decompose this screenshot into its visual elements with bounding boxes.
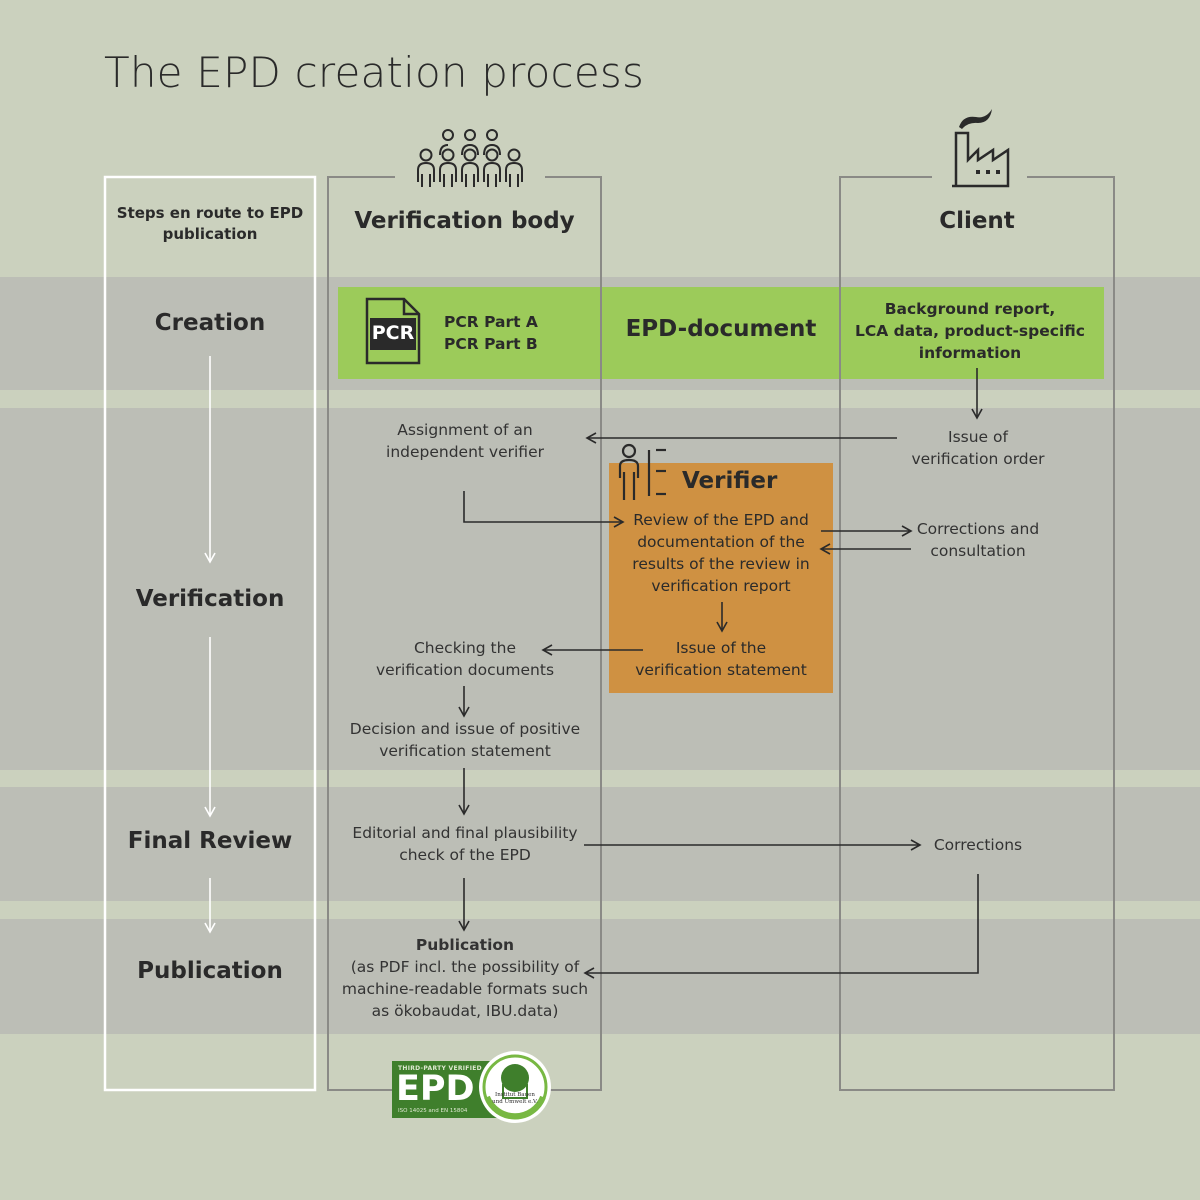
review-line-3: results of the review in	[632, 555, 810, 573]
review-line-4: verification report	[651, 577, 791, 595]
review-step: Review of the EPD and documentation of t…	[609, 509, 833, 597]
issue-order-line-1: Issue of	[948, 428, 1008, 446]
issue-order-line-2: verification order	[911, 450, 1045, 468]
corrections-consult-line-2: consultation	[930, 542, 1026, 560]
corrections-step: Corrections	[933, 836, 1023, 854]
checking-step: Checking the verification documents	[340, 637, 590, 681]
publication-line-2: machine-readable formats such	[341, 980, 589, 998]
pcr-part-b: PCR Part B	[444, 335, 538, 353]
review-line-2: documentation of the	[637, 533, 805, 551]
issue-statement-line-1: Issue of the	[675, 639, 767, 657]
editorial-step: Editorial and final plausibility check o…	[330, 822, 600, 866]
client-frame	[839, 176, 1115, 1091]
creation-highlight	[338, 287, 1104, 379]
issue-statement-step: Issue of the verification statement	[609, 637, 833, 681]
review-line-1: Review of the EPD and	[633, 511, 809, 529]
assignment-line-1: Assignment of an	[397, 421, 533, 439]
steps-column-frame	[103, 175, 317, 1092]
assignment-step: Assignment of an independent verifier	[340, 419, 590, 463]
pcr-part-a: PCR Part A	[444, 313, 538, 331]
client-docs-line-3: information	[918, 344, 1022, 362]
issue-statement-line-2: verification statement	[635, 661, 807, 679]
client-docs-line-2: LCA data, product-specific	[855, 322, 1085, 340]
assignment-line-2: independent verifier	[386, 443, 544, 461]
verification-body-header: Verification body	[354, 208, 575, 234]
publication-line-1: (as PDF incl. the possibility of	[350, 958, 580, 976]
badge-org-line-2: und Umwelt e.V.	[492, 1099, 538, 1105]
editorial-line-1: Editorial and final plausibility	[352, 824, 578, 842]
checking-line-2: verification documents	[375, 661, 555, 679]
arrow-assignment-to-review	[463, 491, 625, 528]
badge-epd-text: EPD	[396, 1069, 475, 1109]
corrections-consult-line-1: Corrections and	[916, 520, 1040, 538]
steps-header-label: Steps en route to EPD publication	[116, 204, 304, 243]
stage-verification: Verification	[135, 586, 285, 612]
epd-badge-icon	[392, 1051, 551, 1123]
decision-step: Decision and issue of positive verificat…	[330, 718, 600, 762]
pcr-icon-label: PCR	[371, 322, 415, 344]
verifier-person-icon	[618, 443, 666, 500]
badge-verified-text: THIRD-PARTY VERIFIED	[398, 1065, 482, 1072]
editorial-line-2: check of the EPD	[399, 846, 531, 864]
decision-line-1: Decision and issue of positive	[349, 720, 581, 738]
decision-line-2: verification statement	[379, 742, 551, 760]
page-title: The EPD creation process	[104, 48, 645, 97]
stage-final-review: Final Review	[127, 828, 293, 854]
stage-creation: Creation	[154, 310, 266, 336]
factory-icon	[952, 109, 1010, 188]
client-header: Client	[939, 208, 1015, 234]
client-documents: Background report, LCA data, product-spe…	[840, 298, 1100, 364]
badge-org-text: Institut Bauen und Umwelt e.V.	[492, 1092, 538, 1106]
badge-org-line-1: Institut Bauen	[495, 1092, 535, 1098]
verifier-title: Verifier	[682, 468, 778, 494]
arrow-corrections-to-publication	[583, 874, 979, 979]
stage-publication: Publication	[137, 958, 283, 984]
publication-line-3: as ökobaudat, IBU.data)	[371, 1002, 559, 1020]
corrections-consultation-step: Corrections and consultation	[878, 518, 1078, 562]
steps-column-header: Steps en route to EPD publication	[105, 203, 315, 245]
client-docs-line-1: Background report,	[884, 300, 1056, 318]
issue-order-step: Issue of verification order	[858, 426, 1098, 470]
people-group-icon	[417, 129, 523, 187]
pcr-parts: PCR Part A PCR Part B	[444, 311, 538, 355]
pcr-document-icon	[365, 297, 421, 365]
verifier-box	[609, 463, 833, 693]
publication-step: Publication (as PDF incl. the possibilit…	[330, 934, 600, 1022]
checking-line-1: Checking the	[413, 639, 516, 657]
epd-document-label: EPD-document	[625, 316, 817, 342]
publication-heading: Publication	[415, 936, 515, 954]
badge-iso-text: ISO 14025 and EN 15804	[398, 1108, 468, 1114]
